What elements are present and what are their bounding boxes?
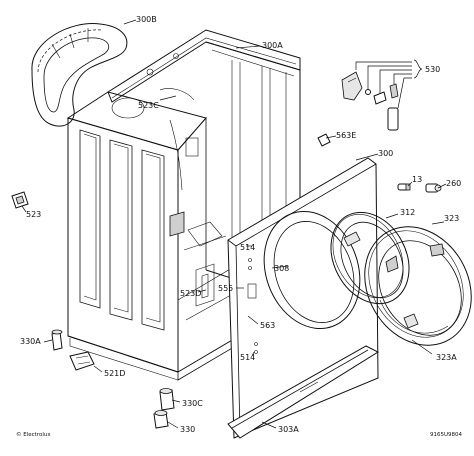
part-330c-foot <box>159 388 175 411</box>
label-555: 555 <box>218 284 233 293</box>
part-303a-kick-panel <box>227 345 380 439</box>
cabinet-body <box>66 29 301 381</box>
label-330c: 330C <box>182 399 203 408</box>
label-300a: 300A <box>262 41 283 50</box>
label-260: 260 <box>446 179 461 188</box>
part-323a-door-frame <box>364 226 472 346</box>
label-323: 323 <box>444 214 459 223</box>
label-563e: 563E <box>336 131 356 140</box>
label-530: 530 <box>425 65 440 74</box>
label-523: 523 <box>26 210 41 219</box>
label-330a: 330A <box>20 337 41 346</box>
label-523d: 523D <box>180 289 201 298</box>
label-312: 312 <box>400 208 415 217</box>
label-514-top: 514 <box>240 243 255 252</box>
part-13-screw <box>397 183 411 191</box>
part-labels: 300B 300A 530 523C 563E 300 13 260 523 3… <box>20 15 461 434</box>
label-523c: 523C <box>138 101 159 110</box>
part-523-bracket <box>11 191 29 209</box>
label-521d: 521D <box>104 369 125 378</box>
copyright-text: © Electrolux <box>16 431 51 438</box>
part-563e-clip <box>317 133 331 147</box>
label-308: 308 <box>274 264 289 273</box>
part-330a-foot <box>51 329 63 351</box>
label-300: 300 <box>378 149 393 158</box>
leader-lines <box>21 19 447 429</box>
part-312-door-ring <box>330 211 410 305</box>
label-514-bottom: 514 <box>240 353 255 362</box>
part-521d-clip <box>69 351 95 371</box>
label-330: 330 <box>180 425 195 434</box>
label-323a: 323A <box>436 353 457 362</box>
label-563: 563 <box>260 321 275 330</box>
label-13: 13 <box>412 175 422 184</box>
label-300b: 300B <box>136 15 157 24</box>
part-330-foot <box>153 410 169 429</box>
part-300b-gasket-seal <box>31 23 128 127</box>
part-530-door-handle-set <box>341 59 423 131</box>
drawing-code: 9165U9804 <box>430 432 463 438</box>
label-303a: 303A <box>278 425 299 434</box>
